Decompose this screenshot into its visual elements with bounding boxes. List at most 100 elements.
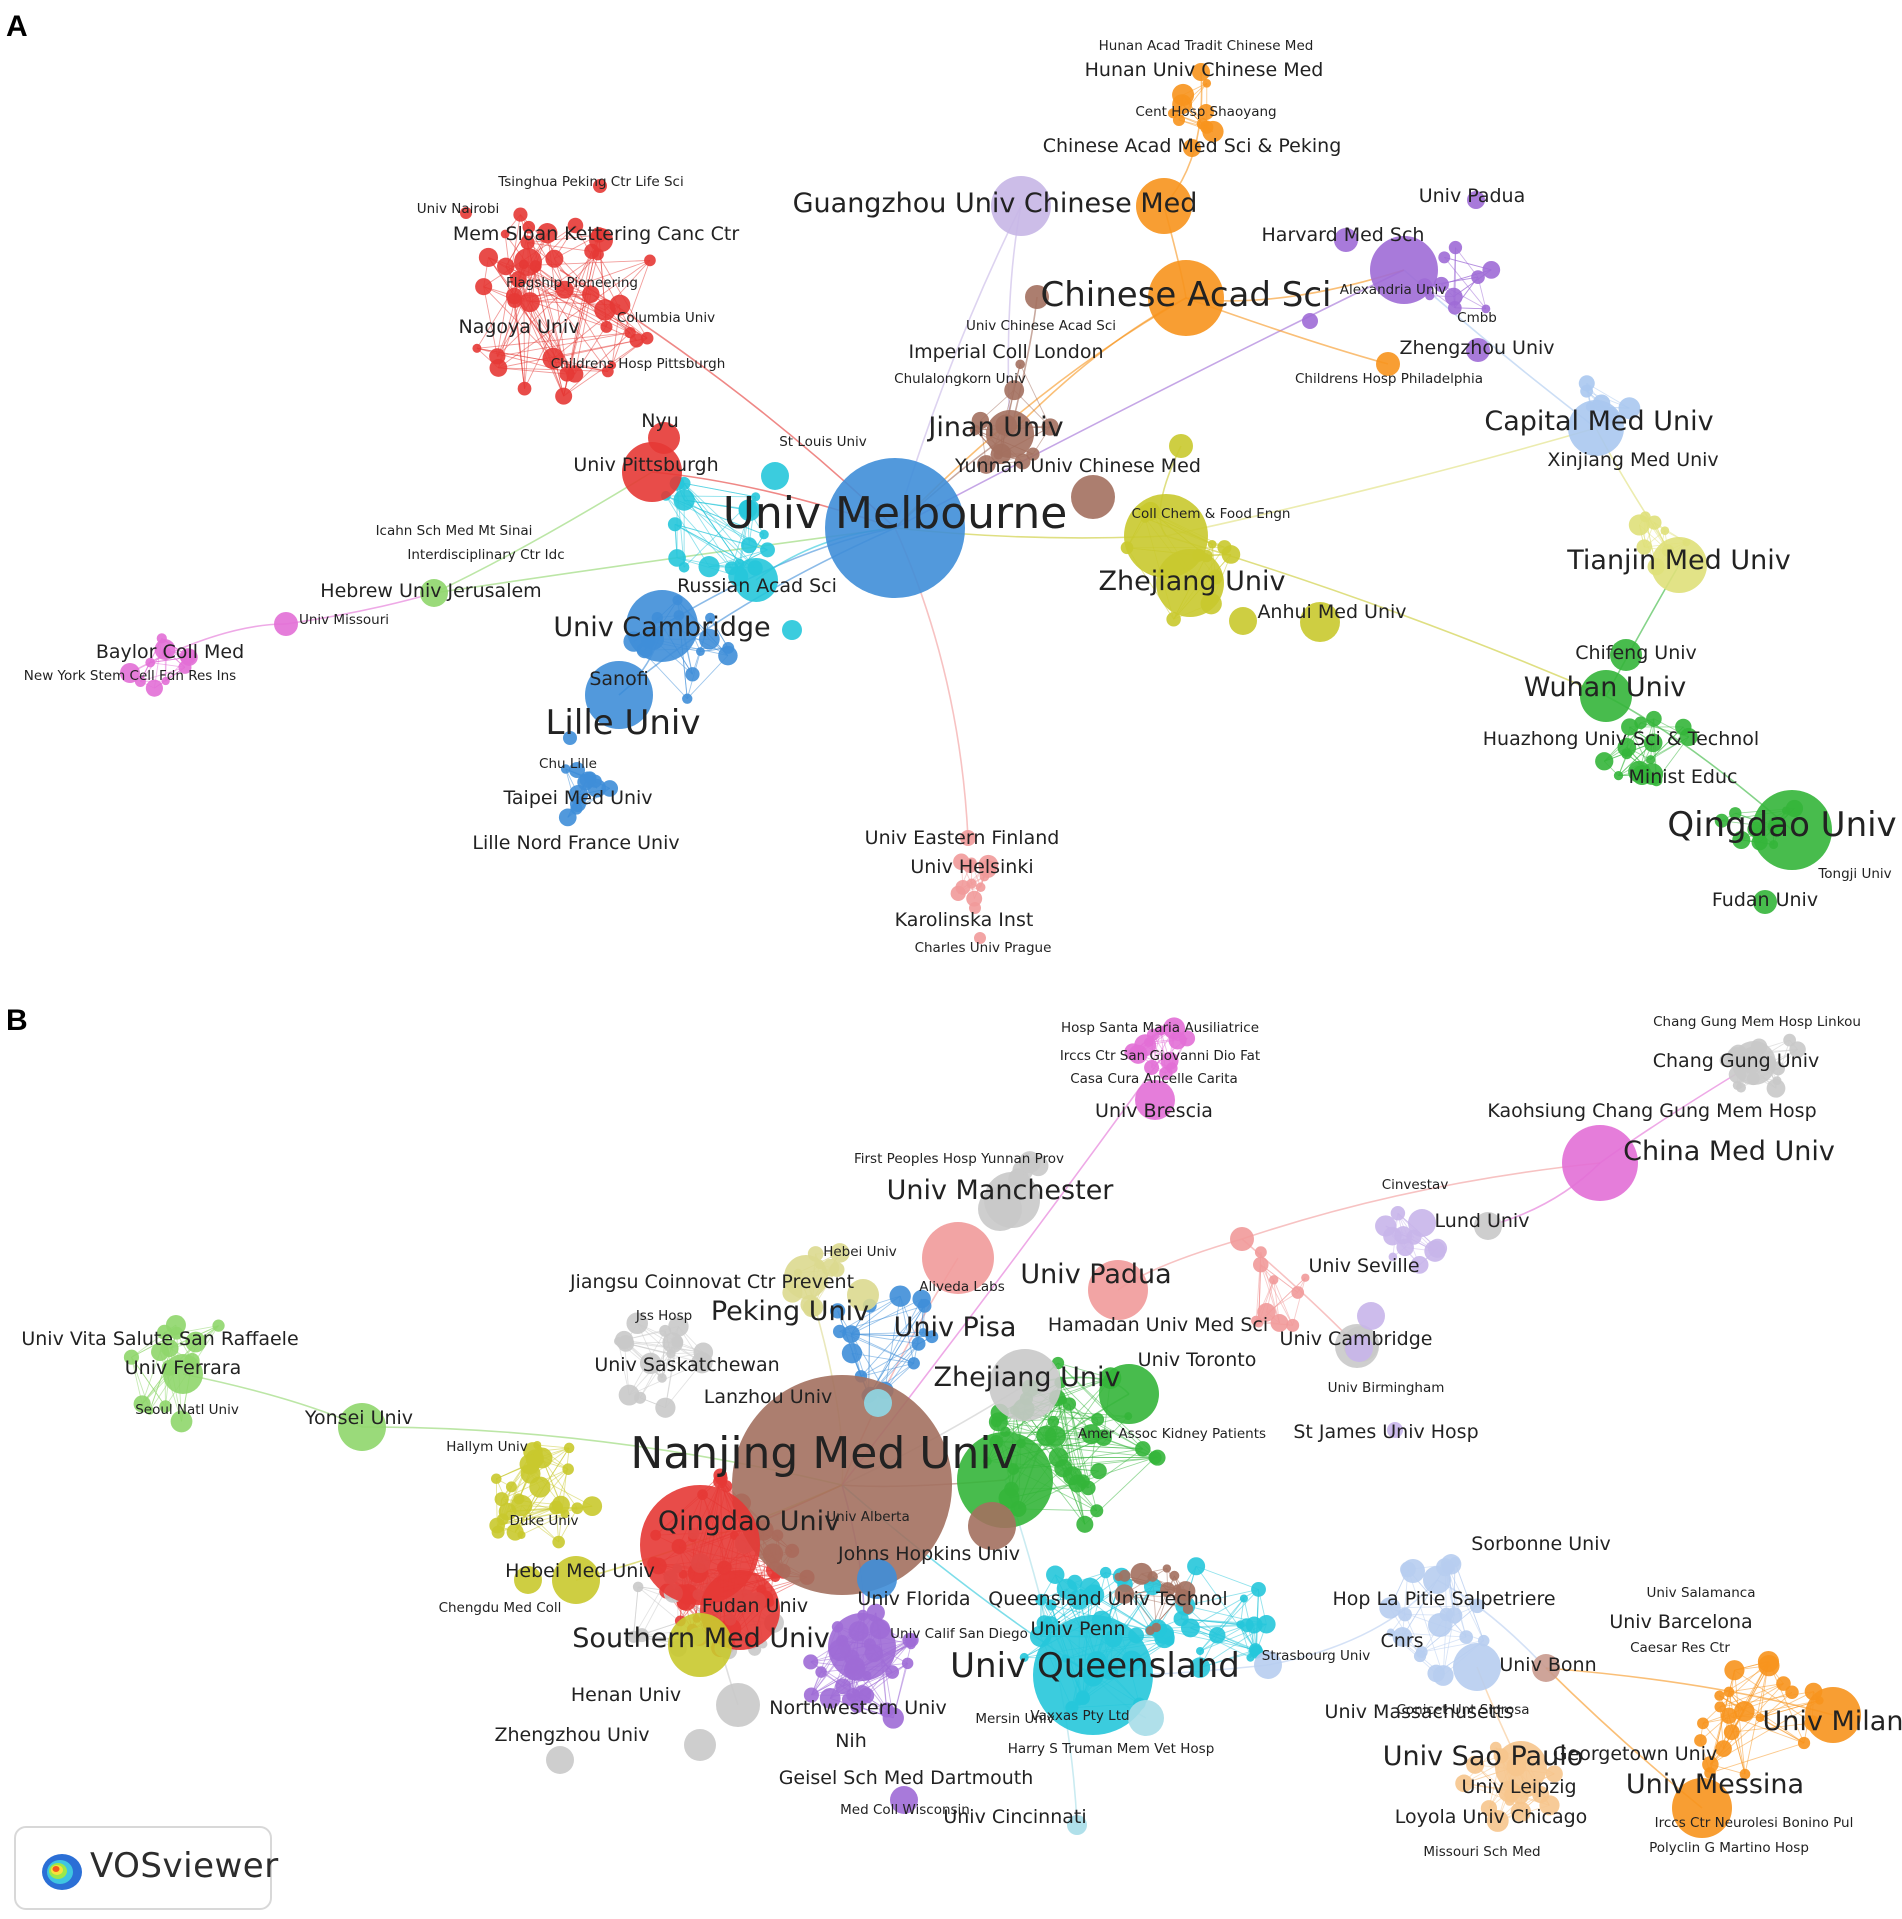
panel-b-node — [978, 1187, 1022, 1231]
panel-a-node — [1015, 359, 1026, 370]
panel-b-label: Univ Seville — [1308, 1255, 1419, 1277]
panel-b-label: Univ Salamanca — [1646, 1585, 1755, 1601]
panel-b-label: Univ Barcelona — [1609, 1611, 1752, 1633]
panel-a-cluster-edge — [497, 332, 631, 357]
panel-a-node — [1447, 301, 1462, 315]
panel-a-node — [759, 529, 769, 540]
panel-a-node — [145, 657, 156, 668]
panel-b-node — [1091, 1412, 1105, 1426]
panel-b-node — [1427, 1664, 1445, 1683]
panel-b-edge — [1241, 1162, 1601, 1240]
panel-a-node — [161, 647, 172, 658]
panel-b-node — [716, 1683, 760, 1727]
panel-b-node — [1714, 1701, 1726, 1713]
panel-b-node — [659, 1324, 672, 1337]
panel-b-node — [828, 1613, 896, 1681]
panel-b-node — [841, 1343, 863, 1364]
panel-b-label: Univ Milan — [1763, 1706, 1902, 1737]
panel-a-label: Childrens Hosp Philadelphia — [1295, 371, 1483, 387]
panel-b-node — [1423, 1566, 1451, 1594]
panel-b-cluster-edge — [1199, 1598, 1245, 1652]
panel-b-label: Casa Cura Ancelle Carita — [1070, 1071, 1238, 1087]
panel-a-node — [667, 517, 682, 532]
panel-b-cluster-edge — [860, 1362, 914, 1377]
panel-b-label: Lanzhou Univ — [704, 1386, 832, 1408]
panel-a-cluster-edge — [529, 253, 599, 303]
panel-b-node — [1209, 1626, 1226, 1644]
panel-a-node — [1610, 639, 1642, 671]
panel-a-node — [1643, 733, 1663, 753]
panel-a-node — [1148, 260, 1224, 336]
panel-a-label: Tsinghua Peking Ctr Life Sci — [497, 174, 683, 190]
panel-b-label: Univ Florida — [857, 1588, 970, 1610]
panel-b-node — [494, 1492, 509, 1507]
panel-a-label: Chinese Acad Med Sci & Peking — [1043, 135, 1342, 157]
vosviewer-logo-icon — [42, 1854, 82, 1890]
panel-a-label: Lille Univ — [545, 703, 700, 743]
panel-b-label: Cnrs — [1380, 1630, 1423, 1652]
panel-a-node — [478, 247, 499, 268]
panel-b-node — [1062, 1397, 1077, 1411]
panel-b-node — [1532, 1654, 1560, 1682]
panel-a-node — [513, 207, 528, 222]
panel-b-node — [671, 1335, 684, 1348]
panel-b-label: Qingdao Univ — [658, 1506, 840, 1537]
panel-b-node — [1239, 1618, 1254, 1633]
panel-a-label: Univ Pittsburgh — [573, 454, 718, 476]
panel-b-node — [639, 1352, 662, 1375]
panel-b-label: Hebei Med Univ — [505, 1560, 655, 1582]
panel-b-node — [655, 1397, 676, 1418]
panel-b-node — [1254, 1651, 1282, 1679]
panel-b-node — [819, 1688, 841, 1709]
panel-b-cluster-edge — [851, 1333, 932, 1338]
panel-b-cluster-edge — [1728, 1691, 1805, 1744]
panel-b-cluster-edge — [176, 1325, 219, 1334]
panel-a-edge — [433, 471, 653, 594]
panel-b-node — [1723, 1686, 1735, 1698]
panel-b-label: Univ Padua — [1020, 1259, 1171, 1290]
panel-a-cluster-edge — [535, 225, 576, 267]
panel-b-label: Nih — [835, 1730, 867, 1752]
panel-a-label: Baylor Coll Med — [96, 641, 244, 663]
panel-b-node — [1151, 1622, 1161, 1633]
panel-a-node — [594, 299, 616, 321]
panel-a-label: Lille Nord France Univ — [472, 832, 679, 854]
panel-b-cluster-edge — [1292, 1277, 1306, 1326]
panel-b-cluster-edge — [1768, 1661, 1805, 1744]
panel-b-node — [1301, 1273, 1310, 1282]
panel-b-node — [1562, 1125, 1638, 1201]
panel-a-node — [567, 217, 584, 234]
panel-b-cluster-edge — [1421, 1640, 1484, 1653]
panel-a-node — [569, 762, 585, 778]
panel-b-cluster-edge — [1060, 1382, 1098, 1420]
panel-b-label: Hamadan Univ Med Sci — [1048, 1314, 1268, 1336]
panel-b-node — [732, 1375, 952, 1595]
panel-a-node — [274, 612, 298, 636]
panel-b-node — [684, 1729, 716, 1761]
panel-b-cluster-edge — [851, 1352, 914, 1364]
panel-a-node — [510, 271, 527, 288]
panel-b-node — [1270, 1314, 1289, 1332]
panel-a-node — [1729, 807, 1742, 820]
panel-b-node — [1719, 1053, 1733, 1067]
panel-a-node — [1675, 718, 1692, 736]
panel-b-node — [1291, 1286, 1305, 1299]
panel-a-node — [593, 179, 607, 193]
panel-b-label: Univ Calif San Diego — [890, 1626, 1028, 1642]
panel-b-node — [907, 1357, 920, 1370]
panel-b-label: Irccs Ctr Neurolesi Bonino Pul — [1655, 1815, 1854, 1831]
panel-b-label: Univ Penn — [1030, 1618, 1125, 1640]
panel-b-node — [1672, 1778, 1732, 1838]
panel-b-label: Zhejiang Univ — [934, 1362, 1121, 1393]
panel-a-cluster-edge — [684, 499, 750, 511]
panel-a-node — [558, 808, 577, 827]
panel-a-node — [1732, 830, 1751, 850]
panel-a-node — [971, 411, 990, 430]
panel-a-node — [489, 359, 508, 377]
panel-b-cluster-edge — [860, 1305, 925, 1377]
panel-a-cluster-edge — [529, 293, 591, 303]
panel-b-node — [1047, 1415, 1060, 1428]
panel-a-label: Charles Univ Prague — [915, 940, 1052, 956]
panel-a-node — [585, 661, 653, 729]
